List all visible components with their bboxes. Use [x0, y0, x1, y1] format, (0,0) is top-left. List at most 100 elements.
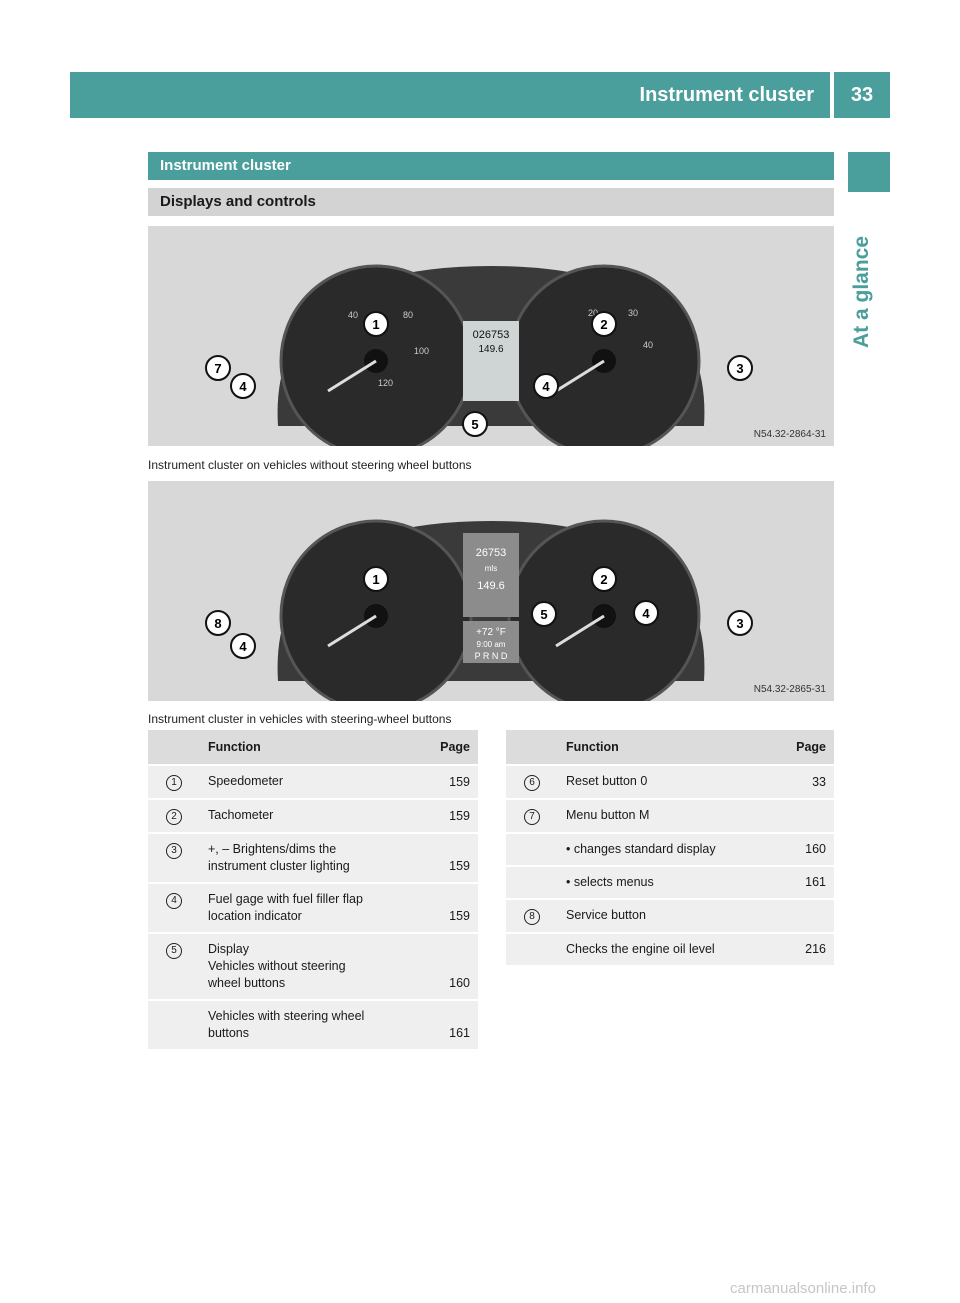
- page-ref: 160: [414, 932, 478, 1000]
- page-number: 33: [834, 72, 890, 118]
- callout-number: 2: [166, 809, 182, 825]
- svg-text:2: 2: [600, 572, 607, 587]
- page-ref: 216: [770, 932, 834, 965]
- table-row: 8 Service button: [506, 898, 834, 933]
- speedometer-needle: [327, 359, 377, 393]
- figure-caption: Instrument cluster on vehicles without s…: [148, 458, 472, 472]
- running-header-title: Instrument cluster: [639, 84, 814, 106]
- tacho-tick-30: 30: [628, 308, 638, 318]
- display-trip: 149.6: [478, 344, 503, 355]
- callout-number: 1: [166, 775, 182, 791]
- tachometer-needle: [555, 614, 605, 648]
- display-trip: 149.6: [477, 580, 505, 592]
- svg-text:1: 1: [372, 317, 379, 332]
- upper-display: [463, 533, 519, 617]
- function-table-left: Function Page 1 Speedometer 159 2 Tachom…: [148, 730, 478, 1049]
- display-gear: P R N D: [475, 651, 508, 661]
- display-time: 9:00 am: [477, 640, 506, 649]
- callout-number: 7: [524, 809, 540, 825]
- column-header-function: Function: [558, 730, 770, 765]
- section-title: Instrument cluster: [148, 152, 834, 180]
- display-odometer: 26753: [476, 547, 507, 559]
- callouts-fig2: 1 2 3 4 4 5 8: [205, 566, 753, 659]
- side-tab-marker: [848, 152, 890, 192]
- figure-code: N54.32-2864-31: [753, 429, 826, 440]
- page-ref: 159: [414, 764, 478, 799]
- svg-text:5: 5: [540, 607, 547, 622]
- display-unit: mls: [485, 564, 497, 573]
- svg-text:1: 1: [372, 572, 379, 587]
- speedo-tick-120: 120: [378, 378, 393, 388]
- page-ref: 33: [770, 764, 834, 799]
- speedo-tick-80: 80: [403, 310, 413, 320]
- speedo-tick-100: 100: [414, 346, 429, 356]
- table-row: selects menus 161: [506, 865, 834, 899]
- display-temperature: +72 °F: [476, 627, 506, 638]
- callout-number: 5: [166, 943, 182, 959]
- function-text: Reset button 0: [558, 764, 770, 799]
- table-row: 2 Tachometer 159: [148, 798, 478, 833]
- svg-text:3: 3: [736, 361, 743, 376]
- function-text: Checks the engine oil level: [558, 932, 770, 965]
- page-ref: 161: [770, 865, 834, 899]
- callout-number: 4: [166, 893, 182, 909]
- callout-number: 3: [166, 843, 182, 859]
- figure-code: N54.32-2865-31: [753, 684, 826, 695]
- function-text: Speedometer: [200, 764, 414, 799]
- function-bullet: changes standard display: [558, 832, 770, 866]
- page-ref: 159: [414, 882, 478, 933]
- cluster-illustration-2: 26753 mls 149.6 +72 °F 9:00 am P R N D 1…: [205, 519, 753, 701]
- table-row: 1 Speedometer 159: [148, 764, 478, 799]
- page-ref: [770, 898, 834, 933]
- running-header: Instrument cluster: [70, 72, 830, 118]
- column-header-page: Page: [770, 730, 834, 765]
- figure-cluster-with-buttons: 26753 mls 149.6 +72 °F 9:00 am P R N D 1…: [148, 481, 834, 701]
- callout-number: 8: [524, 909, 540, 925]
- tacho-tick-20: 20: [588, 308, 598, 318]
- side-section-label: At a glance: [850, 235, 873, 348]
- table-row: Checks the engine oil level 216: [506, 932, 834, 965]
- table-row: changes standard display 160: [506, 832, 834, 866]
- center-display: [463, 321, 519, 401]
- function-text: Menu button M: [558, 798, 770, 833]
- cluster-illustration-1: 026753 149.6 40 80 100 120 20 30 40 1 2 …: [205, 264, 753, 446]
- page-ref: 159: [414, 832, 478, 883]
- function-table-right: Function Page 6 Reset button 0 33 7 Menu…: [506, 730, 834, 965]
- callouts-fig1: 1 2 3 4 4 5 7: [205, 311, 753, 437]
- page-ref: 160: [770, 832, 834, 866]
- function-text: Service button: [558, 898, 770, 933]
- page-ref: 161: [414, 999, 478, 1049]
- page-ref: 159: [414, 798, 478, 833]
- subsection-title: Displays and controls: [148, 188, 834, 216]
- svg-text:4: 4: [542, 379, 550, 394]
- svg-text:4: 4: [239, 379, 247, 394]
- svg-text:5: 5: [471, 417, 478, 432]
- figure-cluster-without-buttons: 026753 149.6 40 80 100 120 20 30 40 1 2 …: [148, 226, 834, 446]
- callout-number: 6: [524, 775, 540, 791]
- svg-text:7: 7: [214, 361, 221, 376]
- svg-text:2: 2: [600, 317, 607, 332]
- figure-caption: Instrument cluster in vehicles with stee…: [148, 712, 452, 726]
- speedometer-needle: [327, 614, 377, 648]
- svg-text:8: 8: [214, 616, 221, 631]
- function-text: Tachometer: [200, 798, 414, 833]
- column-header-function: Function: [200, 730, 414, 765]
- table-row: 6 Reset button 0 33: [506, 764, 834, 799]
- function-bullet: selects menus: [558, 865, 770, 899]
- table-row: 7 Menu button M: [506, 798, 834, 833]
- watermark: carmanualsonline.info: [730, 1280, 876, 1297]
- svg-text:4: 4: [239, 639, 247, 654]
- display-odometer: 026753: [473, 329, 510, 341]
- speedo-tick-40: 40: [348, 310, 358, 320]
- svg-text:4: 4: [642, 606, 650, 621]
- page-ref: [770, 798, 834, 833]
- tacho-tick-40: 40: [643, 340, 653, 350]
